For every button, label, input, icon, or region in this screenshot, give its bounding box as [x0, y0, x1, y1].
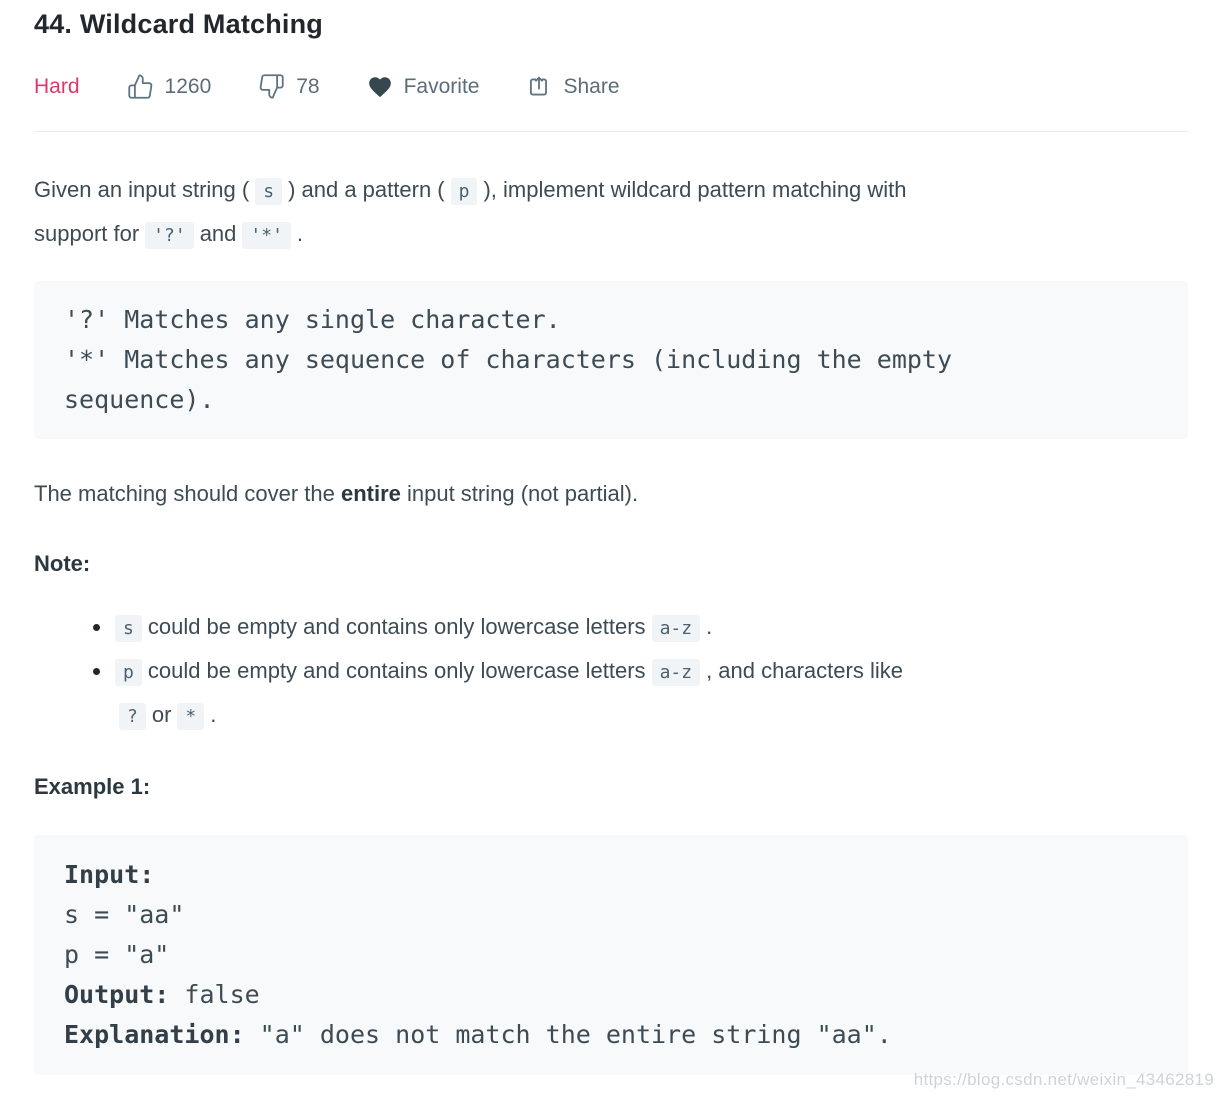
- output-label: Output:: [64, 980, 170, 1009]
- heart-icon: [368, 76, 391, 97]
- code-text: false: [169, 980, 260, 1009]
- code-line: Input:: [64, 855, 1158, 895]
- thumbs-up-icon: [127, 74, 152, 99]
- note-text: .: [706, 614, 713, 639]
- favorite-button[interactable]: Favorite: [367, 74, 480, 100]
- note-text: .: [210, 702, 217, 727]
- emphasis-entire: entire: [340, 481, 401, 506]
- code-text: "a" does not match the entire string "aa…: [244, 1020, 892, 1049]
- inline-code-az: a-z: [651, 659, 701, 686]
- statement-text: input string (not partial).: [400, 481, 639, 506]
- note-text: or: [151, 702, 172, 727]
- divider: [34, 131, 1188, 132]
- statement-text: and: [199, 221, 237, 246]
- problem-statement: Given an input string (s) and a pattern …: [34, 169, 1188, 257]
- example-1-heading: Example 1:: [34, 774, 151, 799]
- like-count: 1260: [164, 74, 212, 98]
- note-heading: Note:: [34, 551, 91, 576]
- dislike-count: 78: [296, 74, 320, 98]
- inline-code-s: s: [115, 615, 142, 642]
- thumbs-down-icon: [259, 74, 284, 99]
- inline-code-p: p: [450, 178, 478, 205]
- code-line: Output: false: [64, 975, 1158, 1015]
- difficulty-badge: Hard: [34, 74, 80, 98]
- code-line: s = "aa": [64, 895, 1158, 935]
- code-line: p = "a": [64, 935, 1158, 975]
- dislike-button[interactable]: 78: [258, 73, 320, 100]
- page-title: 44. Wildcard Matching: [34, 9, 324, 39]
- inline-code-s: s: [255, 178, 283, 205]
- code-line: '?' Matches any single character.: [64, 305, 561, 334]
- share-button[interactable]: Share: [526, 74, 620, 100]
- favorite-label: Favorite: [403, 74, 480, 98]
- share-icon: [530, 76, 548, 96]
- inline-code-asterisk: *: [177, 703, 205, 730]
- csdn-watermark: https://blog.csdn.net/weixin_43462819: [913, 1070, 1214, 1089]
- like-button[interactable]: 1260: [127, 73, 212, 100]
- inline-code-p: p: [115, 659, 142, 686]
- inline-code-az: a-z: [651, 615, 701, 642]
- explanation-label: Explanation:: [64, 1020, 245, 1049]
- example-1-code-block: Input: s = "aa" p = "a" Output: false Ex…: [34, 835, 1188, 1075]
- rules-code-block: '?' Matches any single character. '*' Ma…: [34, 281, 1188, 439]
- matching-note: The matching should cover the entire inp…: [34, 473, 1188, 515]
- code-text: p = "a": [64, 940, 170, 969]
- problem-page: 44. Wildcard Matching Hard 1260 78 Favor…: [0, 8, 1226, 1075]
- inline-code-question-mark: '?': [145, 222, 194, 249]
- note-text: , and characters like: [706, 658, 903, 683]
- statement-text: Given an input string (: [34, 177, 250, 202]
- note-text: could be empty and contains only lowerca…: [147, 614, 646, 639]
- code-line: sequence).: [64, 385, 215, 414]
- inline-code-asterisk: '*': [242, 222, 291, 249]
- statement-text: .: [296, 221, 304, 246]
- code-line: '*' Matches any sequence of characters (…: [64, 345, 953, 374]
- input-label: Input:: [64, 860, 155, 889]
- stats-row: Hard 1260 78 Favorite Share: [34, 73, 1188, 100]
- statement-text: ) and a pattern (: [288, 177, 445, 202]
- code-text: s = "aa": [64, 900, 185, 929]
- note-text: could be empty and contains only lowerca…: [147, 658, 646, 683]
- statement-text: support for: [34, 221, 140, 246]
- share-label: Share: [563, 74, 620, 98]
- statement-text: The matching should cover the: [34, 481, 341, 506]
- code-line: Explanation: "a" does not match the enti…: [64, 1015, 1158, 1055]
- statement-text: ), implement wildcard pattern matching w…: [483, 177, 907, 202]
- inline-code-question-mark: ?: [119, 703, 146, 730]
